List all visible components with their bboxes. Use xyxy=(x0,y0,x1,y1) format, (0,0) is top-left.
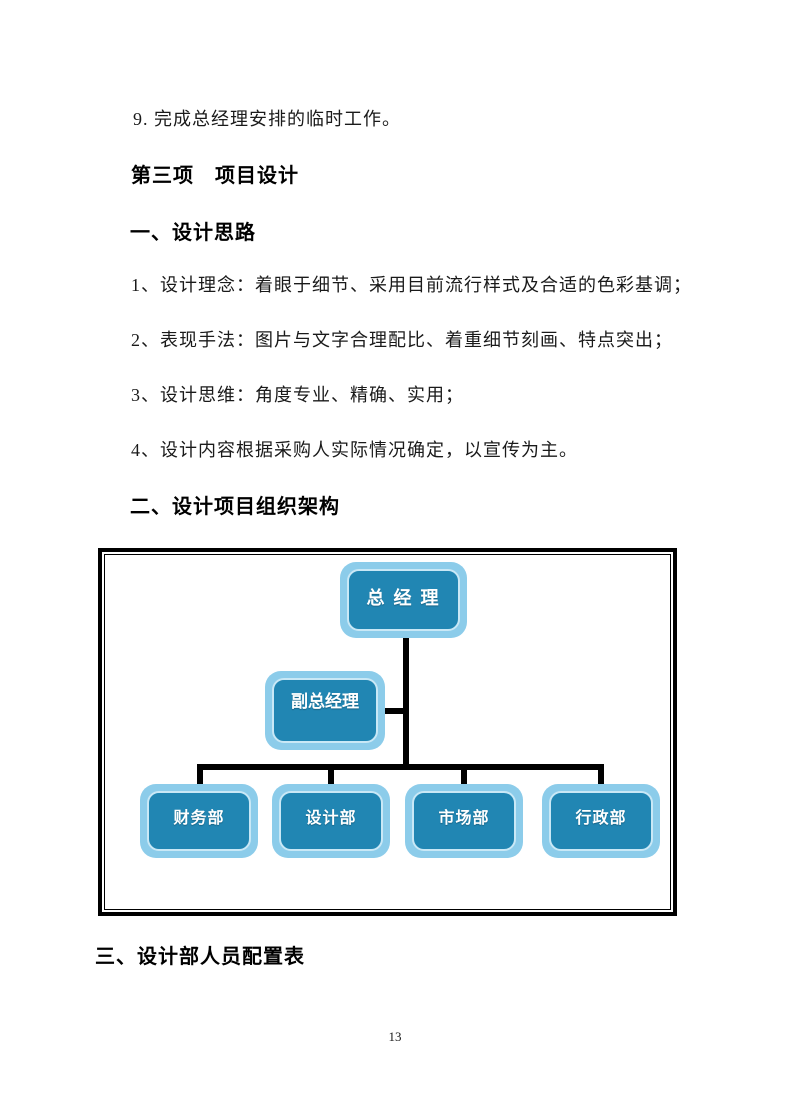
design-item-4: 4、设计内容根据采购人实际情况确定，以宣传为主。 xyxy=(131,440,578,460)
subheading-design-staffing-table: 三、设计部人员配置表 xyxy=(95,946,305,968)
org-node-finance-dept-label: 财务部 xyxy=(147,791,251,851)
org-node-marketing-dept: 市场部 xyxy=(405,784,523,858)
org-node-design-dept-label: 设计部 xyxy=(279,791,383,851)
org-node-admin-dept-label: 行政部 xyxy=(549,791,653,851)
org-node-deputy-general-manager: 副总经理 xyxy=(265,671,385,750)
org-node-deputy-general-manager-label: 副总经理 xyxy=(272,678,378,743)
section-heading-project-design: 第三项 项目设计 xyxy=(131,165,299,187)
org-node-general-manager: 总 经 理 xyxy=(340,562,467,638)
org-node-general-manager-label: 总 经 理 xyxy=(347,569,460,631)
org-node-marketing-dept-label: 市场部 xyxy=(412,791,516,851)
subheading-design-ideas: 一、设计思路 xyxy=(130,222,256,244)
design-item-1: 1、设计理念：着眼于细节、采用目前流行样式及合适的色彩基调； xyxy=(131,275,692,295)
page-number: 13 xyxy=(388,1029,402,1044)
connector-root-vertical xyxy=(403,638,409,770)
connector-deputy-horizontal xyxy=(385,708,405,714)
connector-departments-bar xyxy=(197,764,604,770)
org-node-design-dept: 设计部 xyxy=(272,784,390,858)
org-node-admin-dept: 行政部 xyxy=(542,784,660,858)
connector-drop-design xyxy=(328,764,334,784)
subheading-org-structure: 二、设计项目组织架构 xyxy=(130,496,340,518)
connector-drop-admin xyxy=(598,764,604,784)
design-item-3: 3、设计思维：角度专业、精确、实用； xyxy=(131,385,464,405)
org-chart-frame: 总 经 理 副总经理 财务部 设计部 市场部 行政部 xyxy=(98,548,677,916)
paragraph-item-9: 9. 完成总经理安排的临时工作。 xyxy=(133,109,401,129)
connector-drop-marketing xyxy=(461,764,467,784)
org-node-finance-dept: 财务部 xyxy=(140,784,258,858)
connector-drop-finance xyxy=(197,764,203,784)
org-chart: 总 经 理 副总经理 财务部 设计部 市场部 行政部 xyxy=(102,552,673,912)
design-item-2: 2、表现手法：图片与文字合理配比、着重细节刻画、特点突出； xyxy=(131,330,673,350)
